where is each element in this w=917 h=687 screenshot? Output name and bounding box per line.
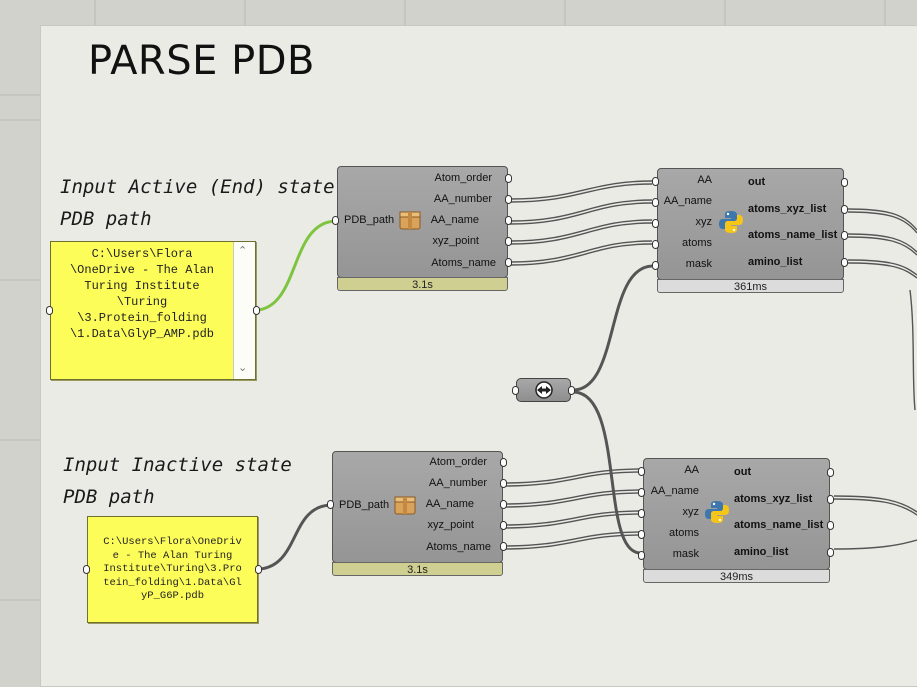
- py1-runtime: 361ms: [657, 279, 844, 293]
- parse1-output-3: xyz_point: [432, 235, 479, 247]
- parse1-output-0: Atom_order: [434, 172, 492, 184]
- canvas-grid: [0, 0, 886, 601]
- package-box-icon: [399, 211, 421, 230]
- panel-active-pdb-path[interactable]: C:\Users\Flora \OneDrive - The Alan Turi…: [50, 241, 256, 380]
- py2-in-port-4[interactable]: [638, 551, 645, 560]
- py1-output-1: atoms_xyz_list: [748, 203, 827, 215]
- parse2-runtime: 3.1s: [332, 562, 503, 576]
- relay-out-port[interactable]: [568, 386, 575, 395]
- py2-out-port-2[interactable]: [827, 521, 834, 530]
- py1-in-port-0[interactable]: [652, 177, 659, 186]
- parse1-out-port-2[interactable]: [505, 216, 512, 225]
- relay-in-port[interactable]: [512, 386, 519, 395]
- panel-active-input-port[interactable]: [46, 306, 53, 315]
- scroll-down-icon[interactable]: ⌄: [238, 363, 248, 375]
- py1-input-2: xyz: [695, 216, 713, 228]
- parse2-out-port-2[interactable]: [500, 500, 507, 509]
- py1-output-0: out: [748, 176, 766, 188]
- py2-in-port-1[interactable]: [638, 488, 645, 497]
- py1-input-4: mask: [685, 258, 712, 270]
- parse2-out-port-3[interactable]: [500, 521, 507, 530]
- py2-in-port-2[interactable]: [638, 509, 645, 518]
- py2-input-3: atoms: [669, 527, 699, 539]
- py1-in-port-2[interactable]: [652, 219, 659, 228]
- panel-inactive-output-port[interactable]: [255, 565, 262, 574]
- parse1-in-port[interactable]: [332, 216, 339, 225]
- py1-input-0: AA: [697, 174, 712, 186]
- parse1-output-1: AA_number: [433, 193, 492, 205]
- py1-output-2: atoms_name_list: [748, 229, 838, 241]
- scribble-active[interactable]: Input Active (End) state PDB path: [60, 171, 335, 235]
- parse2-output-4: Atoms_name: [426, 541, 491, 553]
- relay-arrows-icon: [535, 381, 553, 399]
- parse2-output-0: Atom_order: [429, 456, 487, 468]
- py1-in-port-3[interactable]: [652, 240, 659, 249]
- parse1-output-2: AA_name: [430, 214, 479, 226]
- py1-in-port-4[interactable]: [652, 261, 659, 270]
- py2-output-3: amino_list: [734, 546, 789, 558]
- py2-in-port-0[interactable]: [638, 467, 645, 476]
- panel-active-output-port[interactable]: [253, 306, 260, 315]
- page-title: PARSE PDB: [88, 38, 315, 84]
- py2-input-4: mask: [672, 548, 699, 560]
- scribble-inactive-line2: PDB path: [63, 486, 155, 508]
- package-box-icon: [394, 496, 416, 515]
- parse1-out-port-0[interactable]: [505, 174, 512, 183]
- parse2-out-port-4[interactable]: [500, 542, 507, 551]
- py2-input-1: AA_name: [650, 485, 699, 497]
- parse2-in-port[interactable]: [327, 500, 334, 509]
- py1-out-port-3[interactable]: [841, 258, 848, 267]
- py2-out-port-3[interactable]: [827, 548, 834, 557]
- parse2-output-1: AA_number: [428, 477, 487, 489]
- scribble-inactive[interactable]: Input Inactive state PDB path: [63, 449, 292, 513]
- py2-input-0: AA: [684, 464, 699, 476]
- py1-out-port-0[interactable]: [841, 178, 848, 187]
- py2-in-port-3[interactable]: [638, 530, 645, 539]
- python-logo-icon: [719, 211, 743, 233]
- parse1-input-label: PDB_path: [344, 214, 395, 226]
- scribble-active-line2: PDB path: [60, 208, 152, 230]
- panel-inactive-text: C:\Users\Flora\OneDriv e - The Alan Turi…: [103, 536, 242, 602]
- py1-in-port-1[interactable]: [652, 198, 659, 207]
- relay-component[interactable]: [516, 378, 571, 402]
- py1-out-port-2[interactable]: [841, 231, 848, 240]
- python-logo-icon: [705, 501, 729, 523]
- panel-active-text: C:\Users\Flora \OneDrive - The Alan Turi…: [69, 247, 215, 341]
- panel-inactive-input-port[interactable]: [83, 565, 90, 574]
- py1-output-3: amino_list: [748, 256, 803, 268]
- parse1-runtime: 3.1s: [337, 277, 508, 291]
- parse1-out-port-4[interactable]: [505, 258, 512, 267]
- parse2-out-port-0[interactable]: [500, 458, 507, 467]
- py2-out-port-0[interactable]: [827, 468, 834, 477]
- py2-output-2: atoms_name_list: [734, 519, 824, 531]
- py2-input-2: xyz: [682, 506, 700, 518]
- py2-output-0: out: [734, 466, 752, 478]
- parse2-out-port-1[interactable]: [500, 479, 507, 488]
- py1-input-3: atoms: [682, 237, 712, 249]
- parse2-output-3: xyz_point: [427, 519, 474, 531]
- parse1-output-4: Atoms_name: [431, 257, 496, 269]
- scribble-active-line1: Input Active (End) state: [60, 176, 335, 198]
- parse1-out-port-1[interactable]: [505, 195, 512, 204]
- scroll-up-icon[interactable]: ⌃: [238, 246, 248, 258]
- parse2-input-label: PDB_path: [339, 499, 390, 511]
- panel-scrollbar[interactable]: ⌃ ⌄: [233, 242, 255, 379]
- py1-input-1: AA_name: [663, 195, 712, 207]
- py2-output-1: atoms_xyz_list: [734, 493, 813, 505]
- panel-inactive-pdb-path[interactable]: C:\Users\Flora\OneDriv e - The Alan Turi…: [87, 516, 258, 623]
- parse1-out-port-3[interactable]: [505, 237, 512, 246]
- scribble-inactive-line1: Input Inactive state: [63, 454, 292, 476]
- py2-runtime: 349ms: [643, 569, 830, 583]
- py2-out-port-1[interactable]: [827, 495, 834, 504]
- parse2-output-2: AA_name: [425, 498, 474, 510]
- py1-out-port-1[interactable]: [841, 205, 848, 214]
